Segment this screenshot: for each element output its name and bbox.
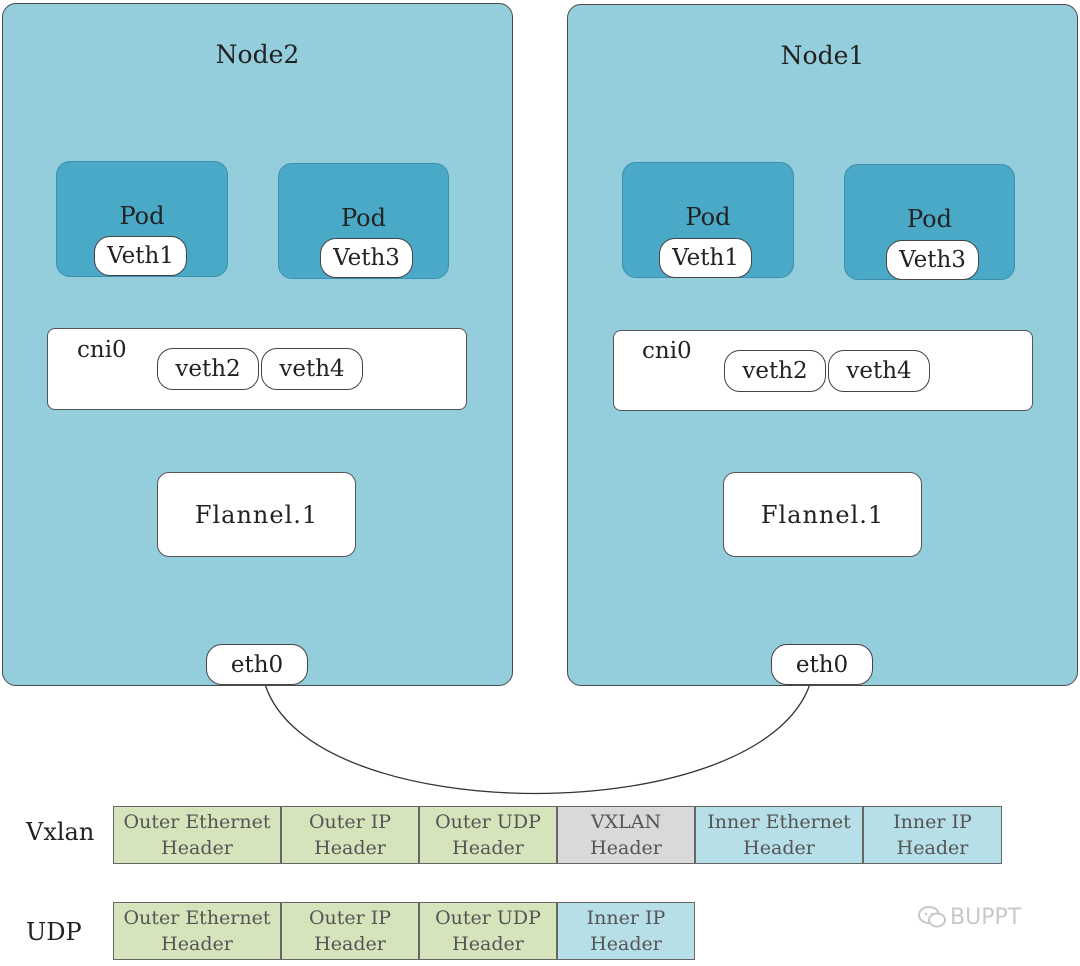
vxlan-header-cell: Inner IP Header — [863, 806, 1002, 864]
cni0-label: cni0 — [642, 338, 692, 364]
udp-header-cell: Inner IP Header — [557, 902, 695, 960]
udp-row-label: UDP — [26, 918, 82, 946]
pod-label: Pod — [119, 202, 165, 230]
veth1-right: Veth1 — [659, 238, 752, 278]
veth1-left: Veth1 — [94, 236, 187, 276]
eth0-right: eth0 — [771, 644, 873, 685]
vxlan-row-label: Vxlan — [26, 818, 95, 846]
vxlan-header-cell: Outer UDP Header — [419, 806, 557, 864]
flannel-right: Flannel.1 — [723, 472, 922, 557]
eth0-left: eth0 — [206, 644, 308, 685]
udp-header-cell: Outer IP Header — [281, 902, 419, 960]
veth3-left: Veth3 — [320, 238, 413, 278]
watermark: BUPPT — [918, 905, 1021, 930]
node-title: Node1 — [780, 41, 865, 70]
pod-label: Pod — [341, 204, 386, 232]
udp-header-cell: Outer Ethernet Header — [113, 902, 281, 960]
veth3-right: Veth3 — [886, 240, 979, 280]
udp-header-cell: Outer UDP Header — [419, 902, 557, 960]
link-eth0-eth0 — [264, 683, 811, 795]
pod-label: Pod — [907, 205, 952, 233]
watermark-text: BUPPT — [950, 905, 1022, 930]
node-title: Node2 — [215, 40, 300, 69]
pod-label: Pod — [685, 203, 731, 231]
vxlan-header-cell: Inner Ethernet Header — [695, 806, 863, 864]
veth2-right: veth2 — [724, 350, 826, 392]
veth4-left: veth4 — [261, 348, 363, 390]
flannel-left: Flannel.1 — [157, 472, 356, 557]
vxlan-header-cell: VXLAN Header — [557, 806, 695, 864]
cni0-label: cni0 — [77, 337, 127, 363]
veth4-right: veth4 — [828, 350, 930, 392]
veth2-left: veth2 — [157, 348, 259, 390]
vxlan-header-cell: Outer Ethernet Header — [113, 806, 281, 864]
vxlan-header-cell: Outer IP Header — [281, 806, 419, 864]
wechat-icon — [918, 906, 946, 928]
